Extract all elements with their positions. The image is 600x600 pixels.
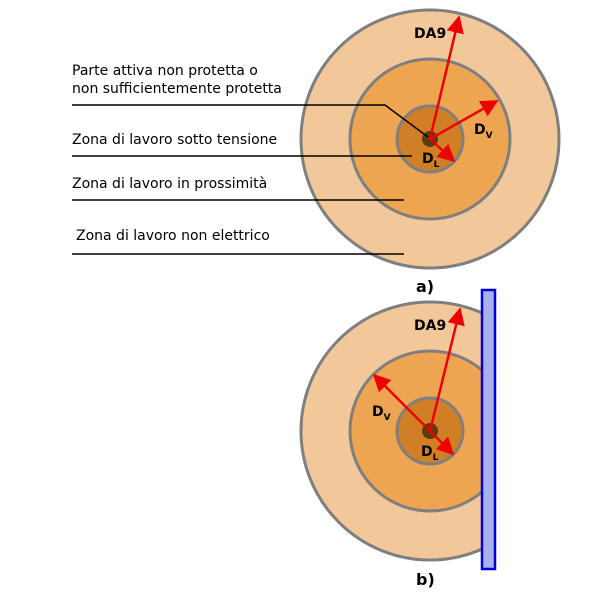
dv-label: DV — [474, 122, 493, 141]
label-live-zone: Zona di lavoro sotto tensione — [72, 132, 277, 148]
dl-label-b: DL — [421, 444, 439, 463]
da9-arrow-b — [428, 307, 465, 432]
dl-label: DL — [422, 151, 440, 170]
label-non-electrical-zone: Zona di lavoro non elettrico — [76, 228, 270, 244]
dv-arrow-b — [372, 373, 431, 432]
label-active-part-line2: non sufficientemente protetta — [72, 81, 282, 97]
caption-a: a) — [416, 277, 434, 296]
diagram-b: DA9 DV DL b) — [299, 288, 497, 589]
dl-arrow — [429, 138, 456, 163]
dv-arrow — [429, 99, 499, 141]
leader-active-part — [72, 104, 429, 138]
da9-label-b: DA9 — [414, 318, 446, 334]
zone-labels: Parte attiva non protetta o non sufficie… — [72, 63, 429, 255]
dl-arrow-b — [429, 430, 455, 456]
da9-arrow — [428, 15, 464, 140]
label-proximity-zone: Zona di lavoro in prossimità — [72, 176, 267, 192]
diagram-a: DA9 DV DL a) — [299, 8, 561, 296]
da9-label: DA9 — [414, 26, 446, 42]
label-active-part-line1: Parte attiva non protetta o — [72, 63, 258, 79]
dv-label-b: DV — [372, 404, 391, 423]
caption-b: b) — [416, 570, 435, 589]
protective-barrier — [480, 288, 497, 571]
